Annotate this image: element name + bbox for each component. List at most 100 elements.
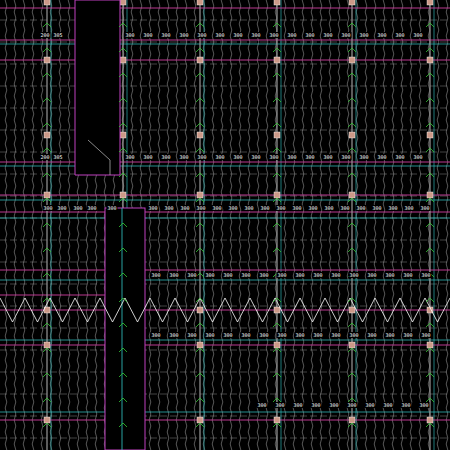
dimension-label: 300 xyxy=(259,205,270,211)
dimension-label: 300 xyxy=(124,154,135,160)
dimension-label: 300 xyxy=(222,272,233,278)
dimension-label: 300 xyxy=(355,205,366,211)
dimension-label: 300 xyxy=(376,154,387,160)
dimension-label: 200 xyxy=(39,154,50,160)
dimension-label: 300 xyxy=(178,32,189,38)
dimension-label: 300 xyxy=(346,402,357,408)
dimension-label: 305 xyxy=(52,32,63,38)
dimension-label: 300 xyxy=(204,332,215,338)
dimension-label: 300 xyxy=(276,272,287,278)
dimension-label: 300 xyxy=(376,32,387,38)
dimension-label: 300 xyxy=(402,332,413,338)
dimension-label: 300 xyxy=(211,205,222,211)
dimension-label: 300 xyxy=(160,32,171,38)
dimension-label: 300 xyxy=(323,205,334,211)
dimension-label: 300 xyxy=(42,205,53,211)
dimension-label: 300 xyxy=(307,205,318,211)
dimension-label: 300 xyxy=(179,205,190,211)
dimension-label: 300 xyxy=(291,205,302,211)
dimension-label: 300 xyxy=(256,402,267,408)
dimension-label: 300 xyxy=(418,402,429,408)
dimension-label: 300 xyxy=(402,272,413,278)
dimension-label: 300 xyxy=(274,402,285,408)
dimension-label: 300 xyxy=(178,154,189,160)
dimension-label: 300 xyxy=(232,154,243,160)
dimension-label: 300 xyxy=(400,402,411,408)
dimension-label: 300 xyxy=(222,332,233,338)
dimension-label: 300 xyxy=(366,272,377,278)
dimension-label: 300 xyxy=(330,272,341,278)
dimension-label: 300 xyxy=(204,272,215,278)
dimension-label: 300 xyxy=(412,32,423,38)
dimension-label: 300 xyxy=(195,205,206,211)
dimension-label: 300 xyxy=(330,332,341,338)
dimension-label: 300 xyxy=(168,332,179,338)
dimension-label: 300 xyxy=(240,332,251,338)
dimension-label: 300 xyxy=(304,154,315,160)
dimension-label: 300 xyxy=(382,402,393,408)
dimension-label: 300 xyxy=(168,272,179,278)
dimension-label: 300 xyxy=(394,154,405,160)
dimension-label: 300 xyxy=(420,332,431,338)
dimension-label: 300 xyxy=(310,402,321,408)
dimension-label: 300 xyxy=(294,332,305,338)
dimension-label: 300 xyxy=(358,32,369,38)
dimension-label: 300 xyxy=(340,154,351,160)
dimension-label: 300 xyxy=(258,332,269,338)
dimension-label: 300 xyxy=(227,205,238,211)
dimension-label: 300 xyxy=(150,272,161,278)
dimension-label: 300 xyxy=(268,154,279,160)
dimension-label: 300 xyxy=(196,154,207,160)
dimension-label: 300 xyxy=(294,272,305,278)
dimension-label: 300 xyxy=(312,272,323,278)
dimension-label: 300 xyxy=(384,272,395,278)
dimension-label: 305 xyxy=(52,154,63,160)
dimension-label: 300 xyxy=(286,32,297,38)
dimension-label: 300 xyxy=(86,205,97,211)
dimension-label: 300 xyxy=(243,205,254,211)
dimension-label: 300 xyxy=(339,205,350,211)
dimension-label: 300 xyxy=(214,32,225,38)
dimension-label: 300 xyxy=(163,205,174,211)
dimension-label: 300 xyxy=(196,32,207,38)
dimension-label: 300 xyxy=(240,272,251,278)
dimension-label: 300 xyxy=(292,402,303,408)
dimension-label: 300 xyxy=(412,154,423,160)
dimension-label: 300 xyxy=(358,154,369,160)
dimension-label: 300 xyxy=(328,402,339,408)
dimension-label: 300 xyxy=(124,32,135,38)
dimension-label: 300 xyxy=(232,32,243,38)
dimension-label: 300 xyxy=(420,272,431,278)
dimension-label: 300 xyxy=(312,332,323,338)
dimension-label: 300 xyxy=(304,32,315,38)
dimension-label: 300 xyxy=(72,205,83,211)
dimension-label: 300 xyxy=(56,205,67,211)
dimension-label: 300 xyxy=(276,332,287,338)
dimension-label: 300 xyxy=(160,154,171,160)
dimension-label: 300 xyxy=(419,205,430,211)
dimension-label: 300 xyxy=(322,154,333,160)
dimension-label: 300 xyxy=(147,205,158,211)
dimension-label: 300 xyxy=(258,272,269,278)
dimension-label: 300 xyxy=(286,154,297,160)
dimension-label: 300 xyxy=(142,154,153,160)
dimension-label: 300 xyxy=(268,32,279,38)
dimension-label: 300 xyxy=(387,205,398,211)
dimension-label: 300 xyxy=(348,332,359,338)
dimension-label: 300 xyxy=(384,332,395,338)
dimension-label: 300 xyxy=(250,32,261,38)
dimension-label: 300 xyxy=(394,32,405,38)
dimension-label: 300 xyxy=(364,402,375,408)
dimension-label: 300 xyxy=(250,154,261,160)
dimension-label: 300 xyxy=(371,205,382,211)
dimension-label: 300 xyxy=(275,205,286,211)
dimension-label: 300 xyxy=(186,272,197,278)
dimension-label: 300 xyxy=(366,332,377,338)
dimension-label: 300 xyxy=(340,32,351,38)
dimension-label: 300 xyxy=(214,154,225,160)
dimension-label: 300 xyxy=(186,332,197,338)
dimension-label: 200 xyxy=(39,32,50,38)
dimension-label: 300 xyxy=(106,205,117,211)
dimension-label: 300 xyxy=(142,32,153,38)
